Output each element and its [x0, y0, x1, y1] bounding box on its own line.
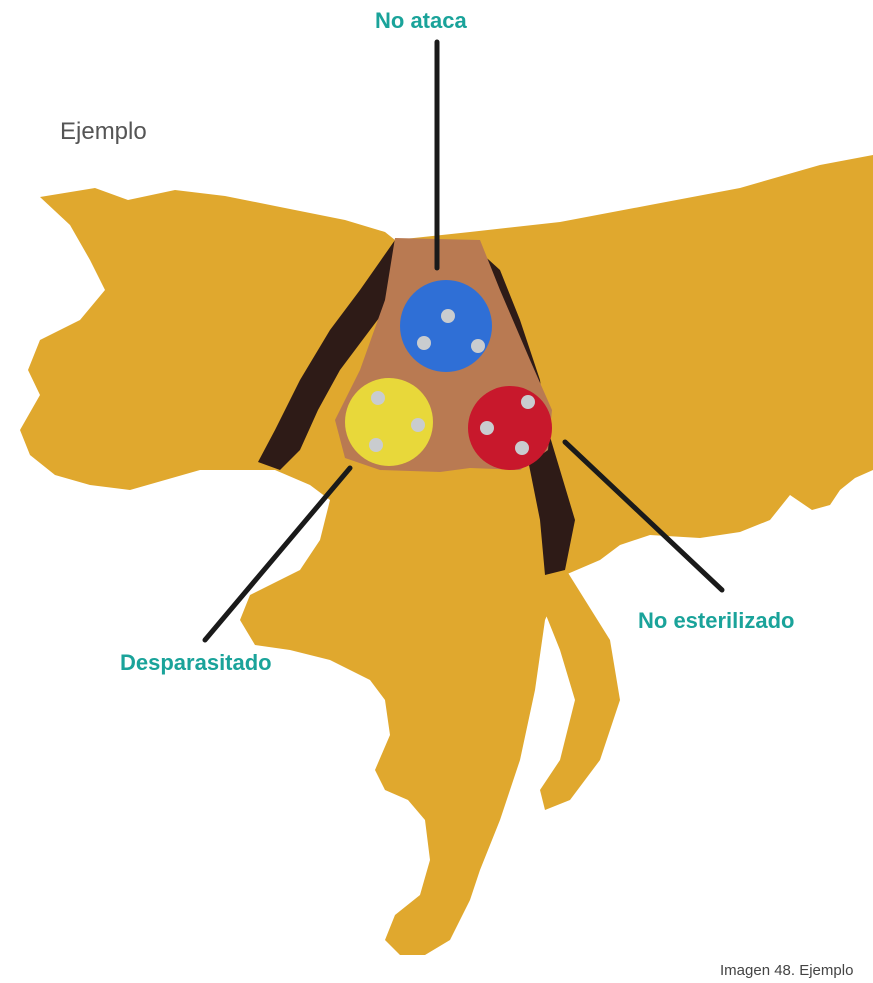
rivet	[369, 438, 383, 452]
example-title: Ejemplo	[60, 118, 147, 145]
rivet	[371, 391, 385, 405]
rivet	[417, 336, 431, 350]
image-caption: Imagen 48. Ejemplo	[720, 962, 854, 979]
label-desparasitado: Desparasitado	[120, 650, 272, 675]
rivet	[441, 309, 455, 323]
rivet	[480, 421, 494, 435]
rivet	[411, 418, 425, 432]
red-disc	[468, 386, 552, 470]
leader-lines	[202, 39, 725, 643]
dog-body	[20, 155, 873, 955]
harness-strap-left	[258, 240, 420, 470]
label-no-ataca: No ataca	[375, 8, 467, 33]
leader-line-right	[562, 439, 725, 593]
blue-disc	[400, 280, 492, 372]
rivet	[515, 441, 529, 455]
yellow-disc	[345, 378, 433, 466]
dog-hind-leg	[540, 560, 620, 810]
dog-silhouette	[20, 155, 873, 955]
rivet	[521, 395, 535, 409]
label-no-esterilizado: No esterilizado	[638, 608, 795, 633]
leader-line-left	[202, 465, 353, 643]
rivet	[471, 339, 485, 353]
